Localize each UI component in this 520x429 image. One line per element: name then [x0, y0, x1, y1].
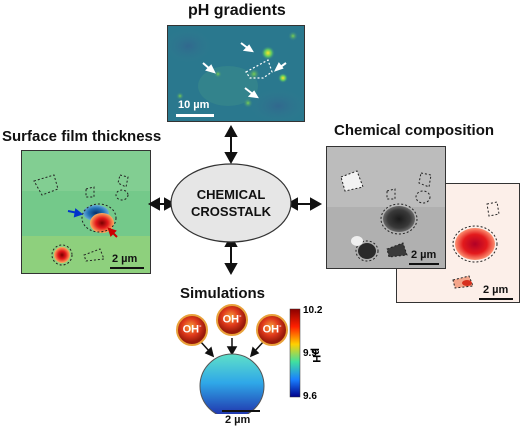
film-thickness-map: 2 µm: [21, 150, 151, 274]
ph-gradient-map: 10 µm: [167, 25, 305, 122]
colorbar-tick-top: 10.2: [303, 305, 323, 316]
composition-gray-map: 2 µm: [326, 146, 446, 269]
chemical-composition-title: Chemical composition: [334, 122, 495, 139]
ph-scalebar-label: 10 µm: [178, 99, 210, 111]
crosstalk-line2: CROSSTALK: [191, 204, 271, 219]
ph-gradients-title: pH gradients: [188, 2, 286, 19]
colorbar-tick-bottom: 9.6: [303, 391, 317, 402]
simulation-scalebar-label: 2 µm: [225, 414, 251, 426]
ph-colorbar: [289, 308, 301, 398]
film-thickness-image: [22, 151, 150, 273]
ion-label-left: OH-: [182, 323, 202, 336]
colorbar-tick-mid: 9.9: [303, 348, 317, 359]
ion-label-right: OH-: [262, 323, 282, 336]
simulation-figure: [176, 304, 301, 414]
ion-label-center: OH-: [222, 313, 242, 326]
ph-gradient-image: [168, 26, 304, 121]
composition-back-scalebar-label: 2 µm: [411, 249, 437, 261]
chemical-crosstalk-node: [170, 163, 292, 243]
surface-film-title: Surface film thickness: [2, 128, 162, 145]
simulations-title: Simulations: [180, 285, 266, 302]
film-scalebar-label: 2 µm: [112, 253, 138, 265]
scalebar-line: [176, 114, 214, 117]
crosstalk-line1: CHEMICAL: [196, 187, 266, 202]
colorbar-label: pH: [310, 348, 322, 363]
composition-gray-image: [327, 147, 445, 268]
composition-front-scalebar-label: 2 µm: [483, 284, 509, 296]
